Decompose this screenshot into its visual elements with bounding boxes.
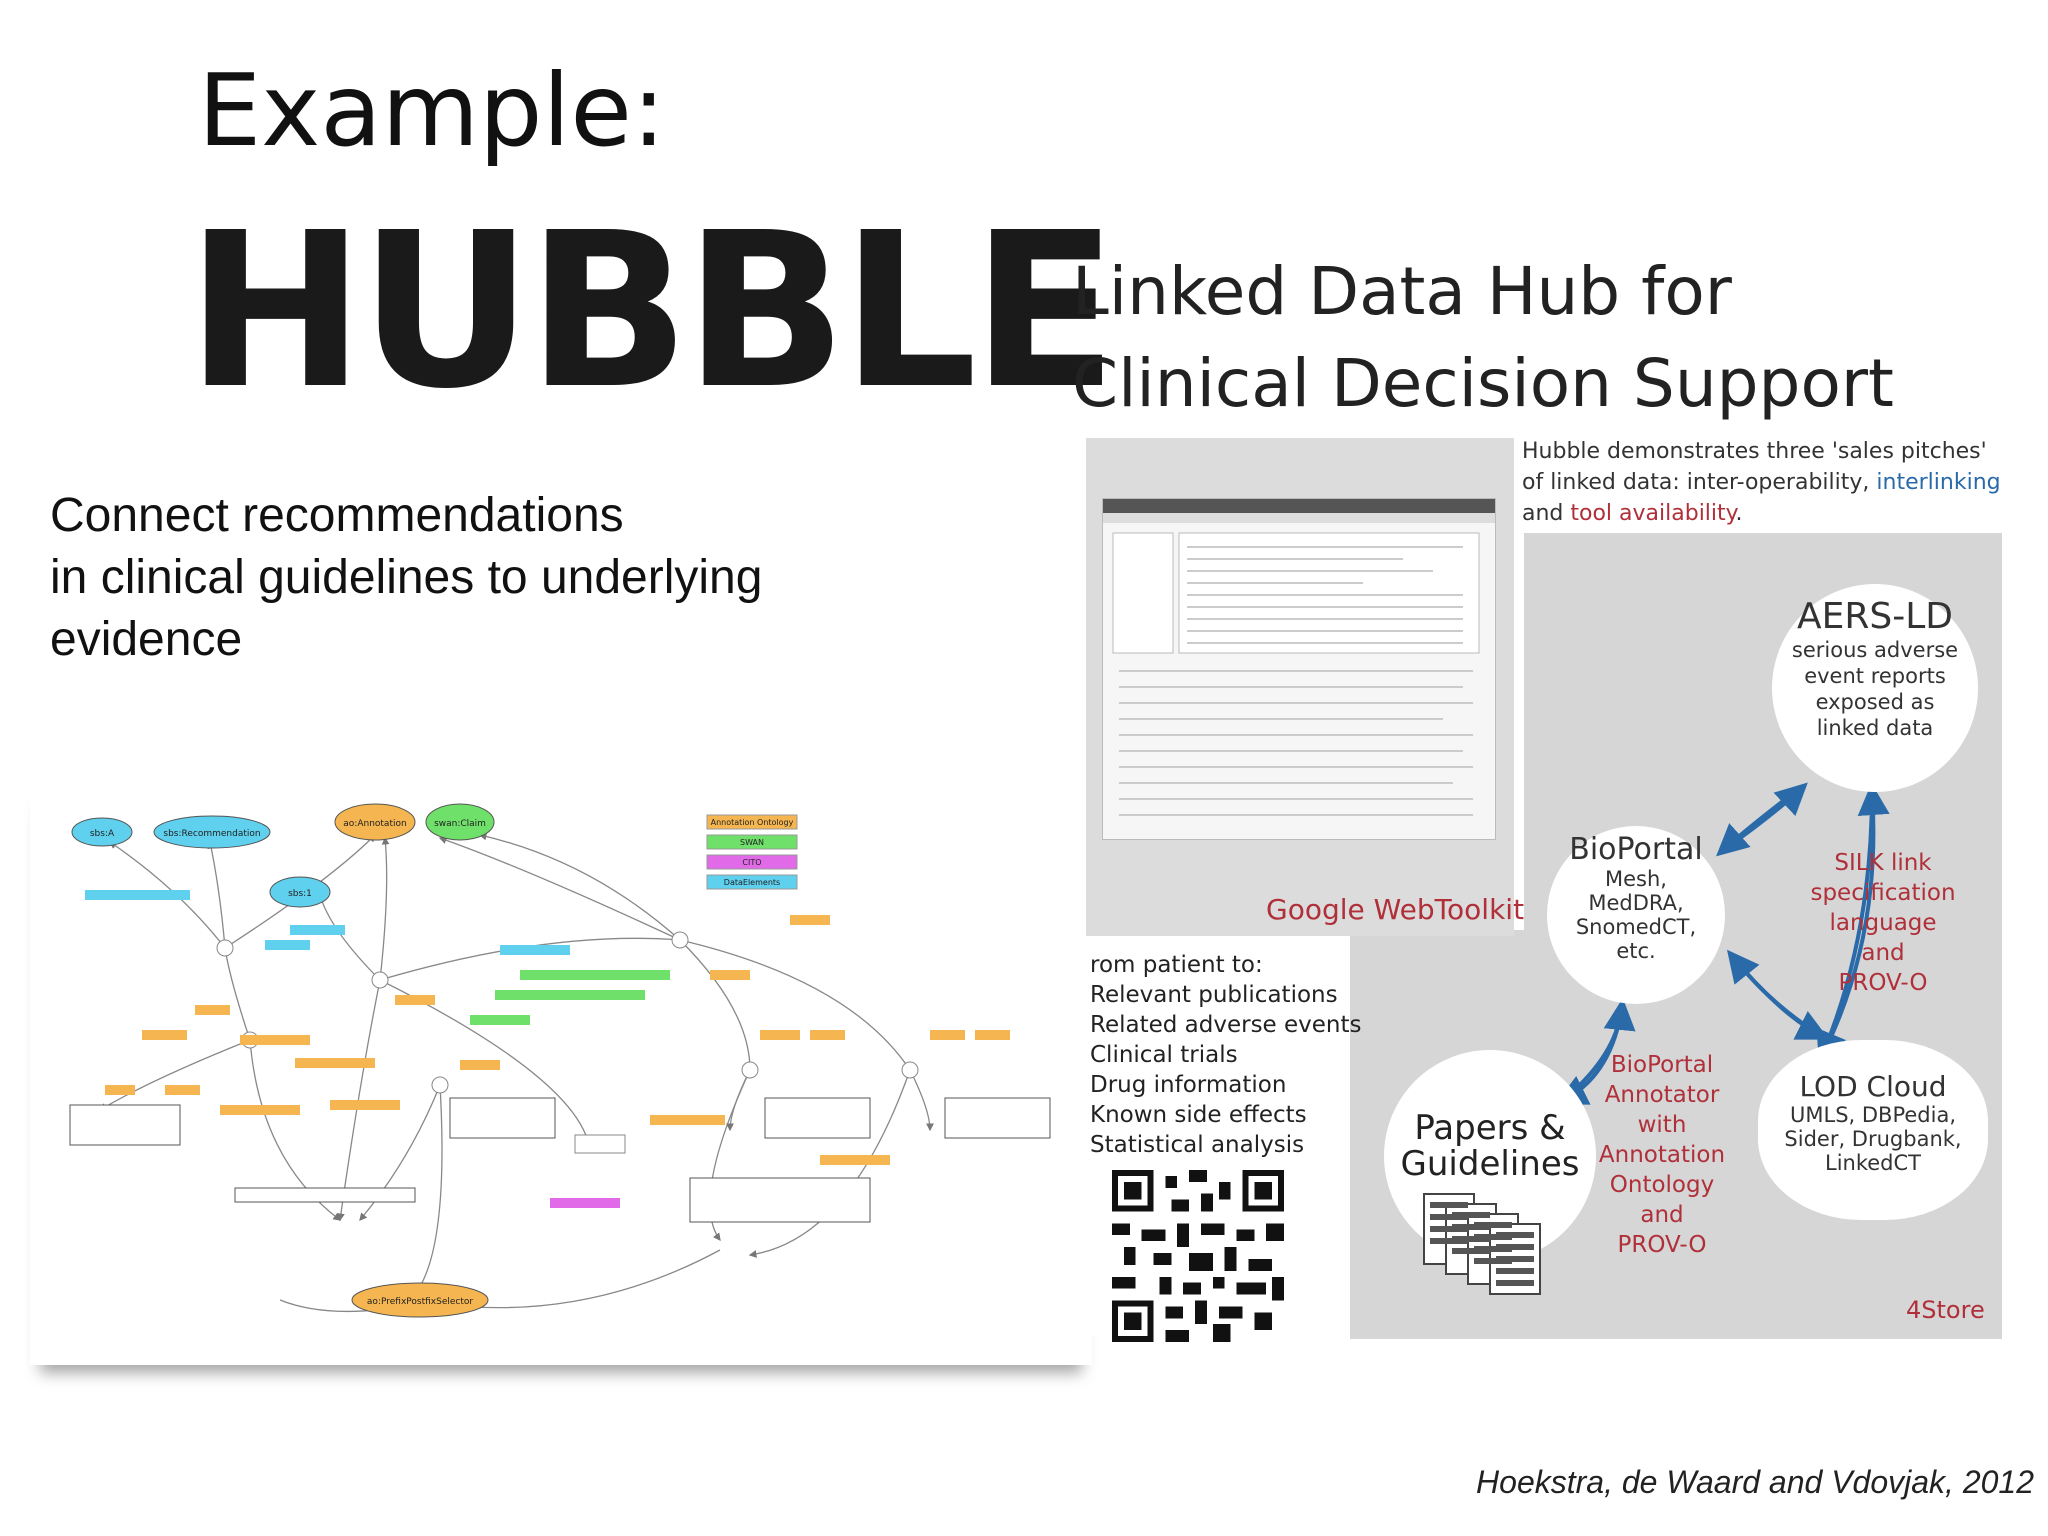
lod-cloud-node: LOD Cloud UMLS, DBPedia, Sider, Drugbank… (1758, 1040, 1988, 1220)
graph-nodes: sbs:Recommendation ao:Annotation swan:Cl… (69, 803, 1051, 1318)
annotator-line: PROV-O (1617, 1232, 1707, 1258)
silk-label: SILK link specification language and PRO… (1808, 848, 1958, 998)
annotator-line: Ontology (1609, 1172, 1715, 1198)
node-recommendation: sbs:Recommendation (163, 829, 260, 839)
subtitle-line-2: Clinical Decision Support (1072, 345, 1894, 422)
pitch-and: and (1522, 501, 1571, 526)
aers-line: event reports (1804, 664, 1946, 688)
lod-line: LinkedCT (1825, 1151, 1921, 1175)
papers-title: Papers & Guidelines (1384, 1110, 1596, 1182)
bioportal-line: MedDRA, (1588, 891, 1684, 915)
intro-text: Connect recommendations in clinical guid… (50, 485, 762, 671)
pitch-end: . (1735, 501, 1743, 526)
annotator-line: Annotation (1598, 1142, 1726, 1168)
lod-line: UMLS, DBPedia, (1790, 1103, 1956, 1127)
annotator-line: BioPortal (1610, 1052, 1714, 1078)
hubble-title: HUBBLE (186, 187, 1118, 436)
pitch-interlinking: interlinking (1876, 470, 2001, 495)
bioportal-title: BioPortal (1569, 832, 1703, 867)
node-sbsa: sbs:A (90, 829, 115, 839)
silk-line: and (1861, 940, 1905, 966)
aers-line: serious adverse (1791, 638, 1959, 662)
aers-title: AERS-LD (1796, 596, 1953, 637)
legend-cito: CITO (742, 858, 761, 867)
list-item: Statistical analysis (1090, 1132, 1305, 1158)
intro-line-1: Connect recommendations (50, 489, 624, 542)
intro-line-2: in clinical guidelines to underlying (50, 551, 763, 604)
graph-edges (98, 832, 934, 1313)
bioportal-line: SnomedCT, (1575, 915, 1697, 939)
legend-swan: SWAN (740, 838, 764, 847)
aers-line: linked data (1816, 716, 1934, 740)
bioportal-line: Mesh, (1605, 867, 1667, 891)
list-item: Known side effects (1090, 1102, 1307, 1128)
silk-line: specification (1810, 880, 1956, 906)
ontology-graph: sbs:Recommendation ao:Annotation swan:Cl… (69, 803, 1051, 1318)
node-annotation: ao:Annotation (343, 819, 406, 829)
node-selector: ao:PrefixPostfixSelector (367, 1297, 473, 1307)
node-claim: swan:Claim (434, 819, 486, 829)
node-sbs1: sbs:1 (288, 889, 312, 899)
list-item: Drug information (1090, 1072, 1287, 1098)
silk-line: SILK link (1834, 850, 1932, 876)
sales-pitch-text: Hubble demonstrates three 'sales pitches… (1522, 436, 2002, 529)
qr-code-icon (1112, 1170, 1284, 1342)
annotator-line: and (1640, 1202, 1684, 1228)
intro-line-3: evidence (50, 613, 243, 666)
aers-line: exposed as (1815, 690, 1935, 714)
from-patient-list: rom patient to: Relevant publications Re… (1090, 950, 1362, 1160)
from-patient-heading: rom patient to: (1090, 952, 1263, 978)
list-item: Related adverse events (1090, 1012, 1362, 1038)
documents-icon (1423, 1193, 1541, 1295)
annotator-label: BioPortal Annotator with Annotation Onto… (1592, 1050, 1732, 1260)
ontology-diagram: sbs:Recommendation ao:Annotation swan:Cl… (30, 780, 1092, 1365)
lod-line: Sider, Drugbank, (1784, 1127, 1962, 1151)
annotator-line: Annotator (1604, 1082, 1720, 1108)
list-item: Clinical trials (1090, 1042, 1238, 1068)
papers-line-2: Guidelines (1400, 1144, 1580, 1184)
gwt-screenshot (1102, 498, 1496, 840)
gwt-label: Google WebToolkit (1266, 893, 1525, 926)
legend-dataelements: DataElements (724, 878, 780, 887)
papers-line-1: Papers & (1414, 1108, 1566, 1148)
example-label: Example: (198, 52, 666, 169)
bioportal-line: etc. (1616, 939, 1656, 963)
citation: Hoekstra, de Waard and Vdovjak, 2012 (1476, 1464, 2034, 1500)
subtitle: Linked Data Hub for Clinical Decision Su… (1072, 246, 1894, 430)
aers-ld-node: AERS-LD serious adverse event reports ex… (1772, 584, 1978, 792)
subtitle-line-1: Linked Data Hub for (1072, 253, 1732, 330)
bioportal-node: BioPortal Mesh, MedDRA, SnomedCT, etc. (1547, 826, 1725, 1004)
legend-annotation-ontology: Annotation Ontology (711, 818, 794, 827)
gwt-screenshot-image (1103, 499, 1495, 816)
fourstore-label: 4Store (1906, 1296, 1985, 1324)
lod-title: LOD Cloud (1799, 1070, 1947, 1103)
pitch-tool-availability: tool availability (1570, 501, 1736, 526)
silk-line: language (1829, 910, 1937, 936)
list-item: Relevant publications (1090, 982, 1338, 1008)
pitch-text: Hubble demonstrates three 'sales pitches… (1522, 439, 1987, 495)
annotator-line: with (1637, 1112, 1687, 1138)
silk-line: PROV-O (1838, 970, 1928, 996)
